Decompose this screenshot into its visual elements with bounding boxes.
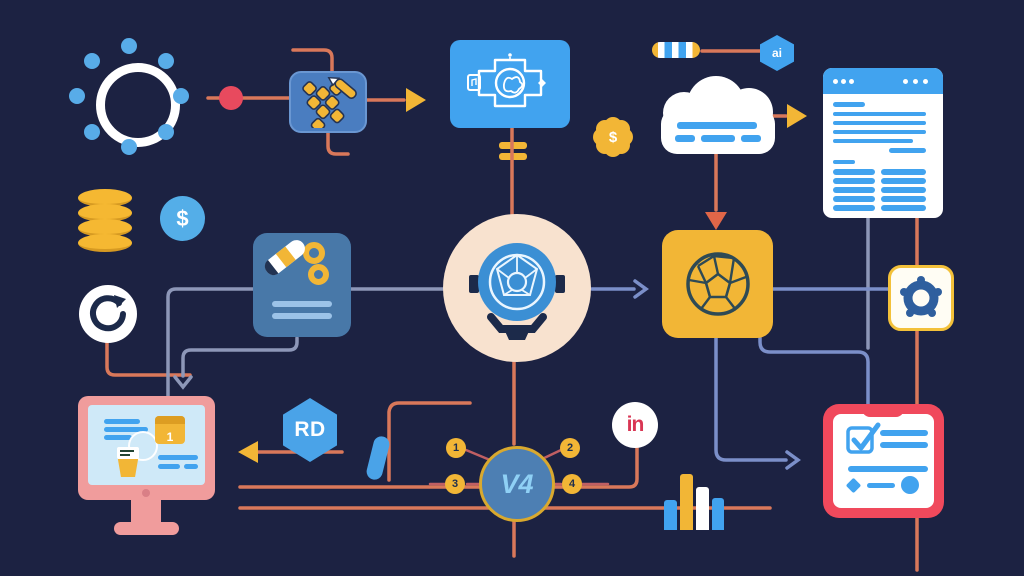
ring-icon (303, 242, 325, 264)
arrow-right-icon (787, 104, 807, 128)
calendar-day-label: 1 (166, 430, 174, 444)
monitor-screen: 1 (88, 405, 205, 485)
checkbox-check-icon (846, 422, 881, 454)
loader-dots-icon (63, 30, 195, 162)
step-2-label: 2 (566, 442, 574, 454)
step-dot-4: 4 (562, 474, 582, 494)
version-hub-node: V4 (479, 446, 555, 522)
chip-card (450, 40, 570, 128)
refresh-icon (79, 285, 137, 343)
periwinkle-connectors (590, 279, 890, 470)
document-icon (117, 447, 139, 459)
arrow-down-icon (705, 212, 727, 230)
stripe-pill (652, 42, 700, 58)
arrowheads (238, 88, 807, 463)
dollar-seal-label: $ (608, 128, 618, 146)
cloud-text-line (675, 135, 695, 142)
clipboard-paper (833, 414, 934, 508)
card-text-line (272, 313, 332, 319)
tools-card (253, 233, 351, 337)
scribble-icon (128, 431, 158, 461)
step-3-label: 3 (451, 478, 459, 490)
globe-core-node (443, 214, 591, 362)
linkedin-label: in (626, 413, 645, 436)
cloud-icon (661, 76, 775, 154)
step-4-label: 4 (568, 478, 576, 490)
red-dot (219, 86, 243, 110)
puzzle-pen-icon (302, 76, 357, 128)
brain-web-icon (685, 252, 750, 316)
gear-card (888, 265, 954, 331)
version-label: V4 (500, 468, 534, 499)
monitor-button (142, 489, 150, 497)
arrow-left-icon (238, 441, 258, 463)
globe-core-icon (469, 243, 565, 340)
dollar-coin-badge: $ (160, 196, 205, 241)
loader-ring (96, 63, 180, 147)
step-dot-1: 1 (446, 438, 466, 458)
gray-connectors (166, 216, 870, 398)
step-dot-3: 3 (445, 474, 465, 494)
card-text-line (272, 301, 332, 307)
step-dot-2: 2 (560, 438, 580, 458)
browser-window (823, 68, 943, 218)
slider-knob-icon (901, 476, 919, 494)
monitor-icon: 1 (78, 396, 218, 538)
linkedin-badge: in (612, 402, 658, 448)
gear-icon (900, 276, 942, 317)
ring-icon (308, 264, 329, 285)
puzzle-card (289, 71, 367, 133)
clipboard-clip (862, 404, 904, 417)
cloud-text-line (677, 122, 757, 129)
calendar-icon: 1 (155, 416, 185, 444)
tool-handle-icon (261, 236, 309, 279)
rd-hexagon-label: RD (294, 418, 326, 441)
checklist-clipboard (823, 404, 944, 518)
bucket-icon (117, 459, 139, 477)
cloud-text-line (701, 135, 735, 142)
browser-titlebar (823, 68, 943, 94)
brain-card (662, 230, 773, 338)
cloud-text-line (741, 135, 761, 142)
coin-stack-icon (78, 189, 132, 252)
arrow-right-icon (406, 88, 426, 112)
step-1-label: 1 (452, 442, 460, 454)
ai-hexagon-label: ai (771, 46, 782, 60)
dollar-coin-label: $ (176, 205, 189, 231)
dollar-seal-badge: $ (598, 122, 628, 152)
ai-chip-icon (467, 53, 546, 108)
